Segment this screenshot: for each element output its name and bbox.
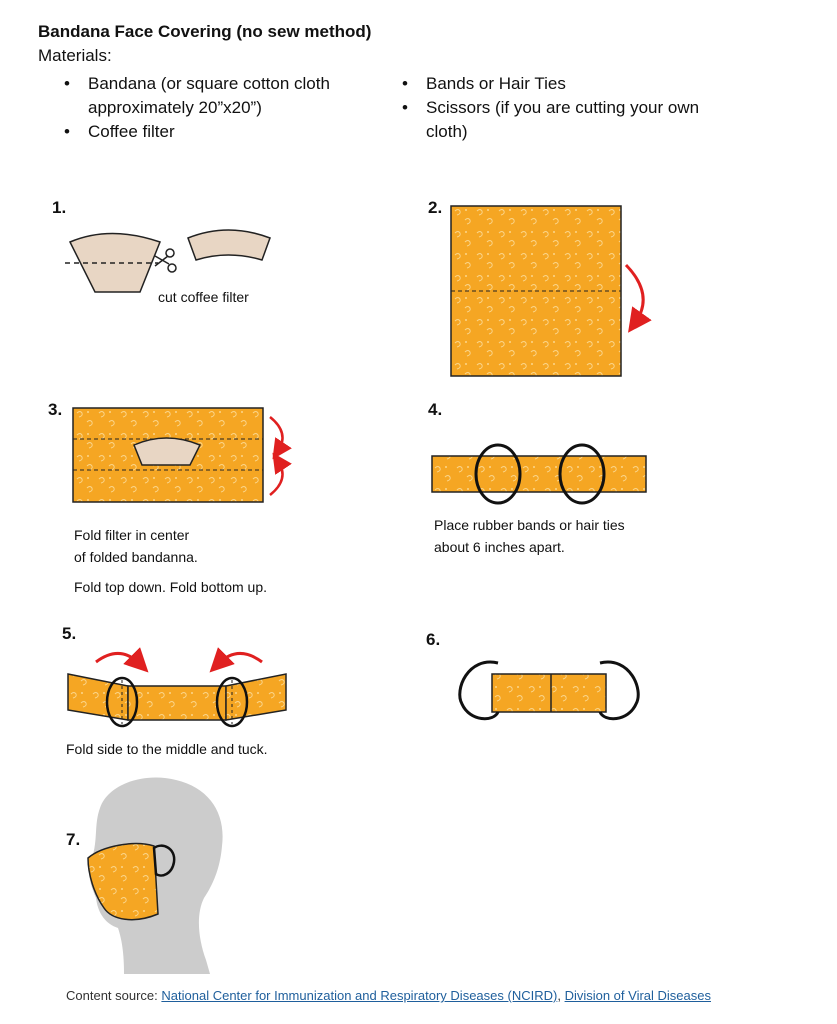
step-4-caption: Place rubber bands or hair ties about 6 … xyxy=(434,514,625,558)
separator: , xyxy=(557,988,565,1003)
curved-arrow-icon xyxy=(624,263,652,333)
ear-loop xyxy=(152,844,176,877)
source-prefix: Content source: xyxy=(66,988,162,1003)
step-2-illustration xyxy=(450,205,652,377)
list-item: Bandana (or square cotton cloth approxim… xyxy=(64,72,364,120)
bandana-center xyxy=(127,685,227,721)
coffee-filter-shape xyxy=(133,437,202,466)
hair-tie-left xyxy=(474,443,522,505)
page-title: Bandana Face Covering (no sew method) xyxy=(38,22,372,41)
ear-loop-left xyxy=(458,660,500,721)
materials-label: Materials: xyxy=(38,46,112,65)
step-7-illustration xyxy=(87,777,223,974)
step-5-illustration xyxy=(67,647,287,728)
curved-arrow-icon xyxy=(269,452,292,496)
caption-line: of folded bandanna. xyxy=(74,549,198,565)
ear-loop-right xyxy=(598,660,640,721)
step-1-number: 1. xyxy=(52,198,67,217)
step-6-illustration xyxy=(458,660,640,721)
step-1-caption: cut coffee filter xyxy=(158,289,249,305)
curved-arrow-icon xyxy=(209,647,263,673)
folded-mask xyxy=(491,673,607,713)
caption-line: about 6 inches apart. xyxy=(434,539,565,555)
step-7-number: 7. xyxy=(66,830,81,849)
bandana-side-right xyxy=(225,673,287,721)
caption-line: Fold filter in center xyxy=(74,527,190,543)
viral-diseases-link[interactable]: Division of Viral Diseases xyxy=(564,988,711,1003)
hair-tie-right xyxy=(215,676,249,728)
step-6-number: 6. xyxy=(426,630,441,649)
step-5-number: 5. xyxy=(62,624,77,643)
hair-tie-left xyxy=(105,676,139,728)
list-item: Bands or Hair Ties xyxy=(402,72,742,96)
step-2-number: 2. xyxy=(428,198,443,217)
curved-arrow-icon xyxy=(269,416,292,460)
hair-tie-right xyxy=(558,443,606,505)
step-4-illustration xyxy=(431,443,647,505)
materials-list-right: Bands or Hair Ties Scissors (if you are … xyxy=(402,72,742,144)
cut-filter-piece xyxy=(187,229,271,261)
materials-list-left: Bandana (or square cotton cloth approxim… xyxy=(64,72,364,144)
step-3-caption: Fold filter in center of folded bandanna… xyxy=(74,524,267,598)
list-item: Scissors (if you are cutting your own cl… xyxy=(402,96,742,144)
caption-line: Fold top down. Fold bottom up. xyxy=(74,579,267,595)
list-item: Coffee filter xyxy=(64,120,364,144)
face-mask xyxy=(87,842,159,921)
curved-arrow-icon xyxy=(95,647,149,673)
step-3-number: 3. xyxy=(48,400,63,419)
step-3-illustration xyxy=(72,407,292,503)
bandana-side-left xyxy=(67,673,129,721)
caption-line: Place rubber bands or hair ties xyxy=(434,517,625,533)
scissors-icon xyxy=(154,248,177,273)
step-5-caption: Fold side to the middle and tuck. xyxy=(66,741,268,757)
ncird-link[interactable]: National Center for Immunization and Res… xyxy=(161,988,558,1003)
content-source: Content source: National Center for Immu… xyxy=(66,988,711,1003)
step-1-illustration xyxy=(65,229,271,293)
step-4-number: 4. xyxy=(428,400,443,419)
bandana-strip xyxy=(431,455,647,493)
